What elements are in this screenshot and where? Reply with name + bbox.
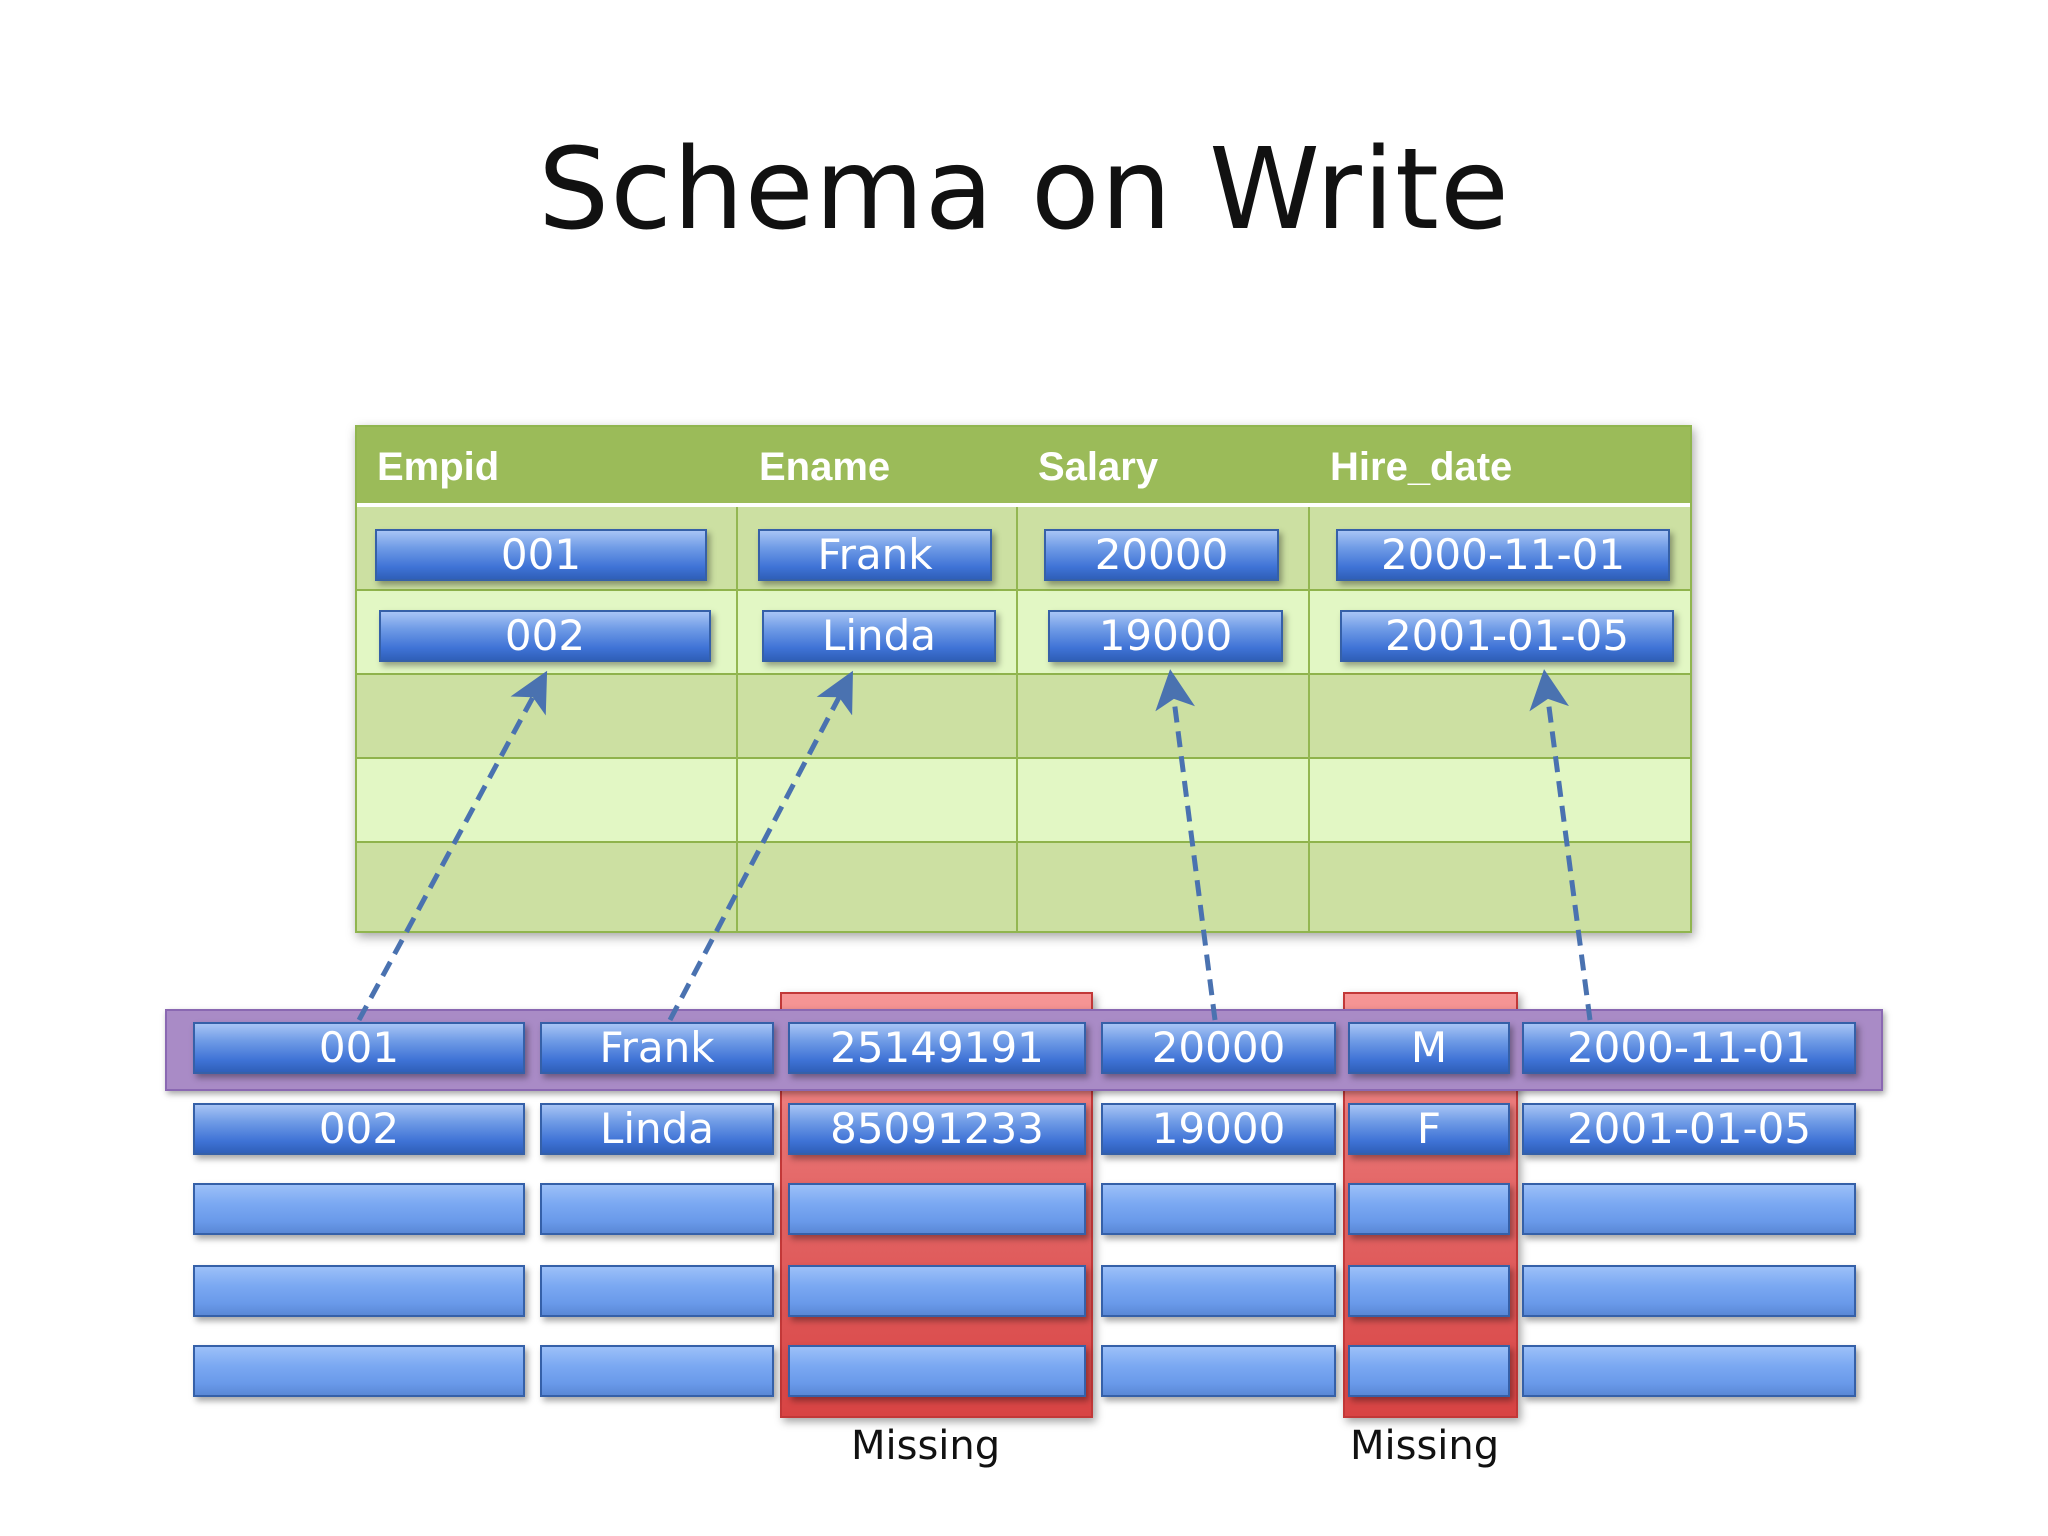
mapping-arrow xyxy=(1529,669,1593,1021)
source-cell: F xyxy=(1348,1103,1510,1155)
source-cell-empty xyxy=(1522,1345,1856,1397)
source-cell: M xyxy=(1348,1022,1510,1074)
schema-cell-hire-date: 2001-01-05 xyxy=(1340,610,1674,662)
source-cell-empty xyxy=(193,1345,525,1397)
source-cell: Linda xyxy=(540,1103,774,1155)
source-cell: 2001-01-05 xyxy=(1522,1103,1856,1155)
schema-cell-ename: Linda xyxy=(762,610,996,662)
source-cell-empty xyxy=(540,1345,774,1397)
source-cell-empty xyxy=(540,1183,774,1235)
source-cell-empty xyxy=(1348,1183,1510,1235)
missing-label: Missing xyxy=(1350,1423,1500,1469)
source-cell: 85091233 xyxy=(788,1103,1086,1155)
column-divider xyxy=(1308,507,1310,933)
column-divider xyxy=(736,507,738,933)
mapping-arrow xyxy=(356,670,548,1022)
header-salary: Salary xyxy=(1038,445,1159,489)
schema-cell-salary: 20000 xyxy=(1044,529,1279,581)
source-cell: 2000-11-01 xyxy=(1522,1022,1856,1074)
source-cell-empty xyxy=(540,1265,774,1317)
missing-label: Missing xyxy=(851,1423,1001,1469)
source-cell: 001 xyxy=(193,1022,525,1074)
schema-row xyxy=(355,759,1692,843)
source-cell-empty xyxy=(1522,1183,1856,1235)
source-cell-empty xyxy=(193,1265,525,1317)
source-cell: 19000 xyxy=(1101,1103,1336,1155)
schema-header: Empid Ename Salary Hire_date xyxy=(355,425,1692,507)
schema-row xyxy=(355,675,1692,759)
source-cell-empty xyxy=(788,1183,1086,1235)
schema-cell-salary: 19000 xyxy=(1048,610,1283,662)
schema-cell-ename: Frank xyxy=(758,529,992,581)
schema-row xyxy=(355,843,1692,933)
header-hire-date: Hire_date xyxy=(1330,445,1513,489)
source-cell: 25149191 xyxy=(788,1022,1086,1074)
source-cell: 20000 xyxy=(1101,1022,1336,1074)
source-cell-empty xyxy=(1101,1265,1336,1317)
column-divider xyxy=(1016,507,1018,933)
source-cell-empty xyxy=(1348,1265,1510,1317)
schema-cell-empid: 001 xyxy=(375,529,707,581)
source-cell-empty xyxy=(788,1345,1086,1397)
schema-cell-empid: 002 xyxy=(379,610,711,662)
slide-title: Schema on Write xyxy=(538,125,1510,255)
header-ename: Ename xyxy=(759,445,891,489)
mapping-arrow xyxy=(667,670,853,1022)
schema-cell-hire-date: 2000-11-01 xyxy=(1336,529,1670,581)
source-cell-empty xyxy=(788,1265,1086,1317)
source-cell-empty xyxy=(1348,1345,1510,1397)
source-cell-empty xyxy=(1101,1183,1336,1235)
source-cell: Frank xyxy=(540,1022,774,1074)
source-cell: 002 xyxy=(193,1103,525,1155)
header-empid: Empid xyxy=(377,445,500,489)
source-cell-empty xyxy=(1101,1345,1336,1397)
mapping-arrow xyxy=(1155,669,1218,1021)
source-cell-empty xyxy=(1522,1265,1856,1317)
source-cell-empty xyxy=(193,1183,525,1235)
